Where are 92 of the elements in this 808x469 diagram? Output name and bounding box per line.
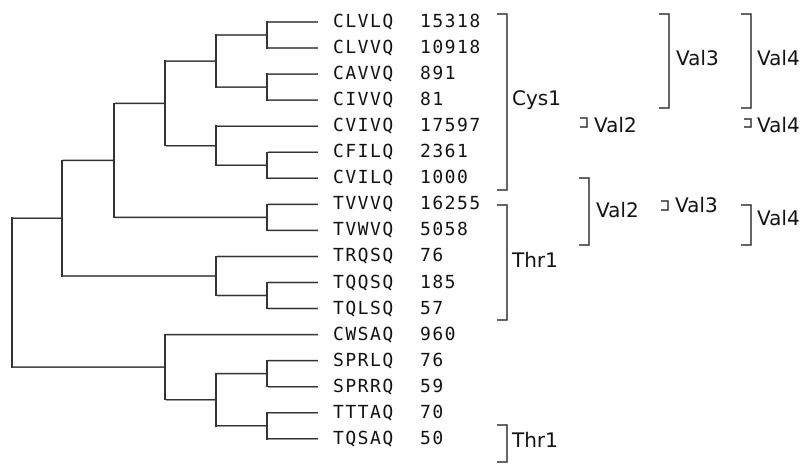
branch-line [268,73,318,75]
count-label: 10918 [420,36,482,60]
sequence-label: SPRLQ [333,348,395,373]
sequence-label: TVVVQ [333,192,395,216]
branch-line [268,308,318,310]
count-label: 76 [420,244,445,268]
count-label: 185 [420,270,458,294]
branch-junction-line [113,102,115,218]
sequence-label: TQLSQ [333,296,395,321]
branch-line [268,360,318,362]
branch-line [217,125,318,127]
sequence-label: TVWVQ [333,218,395,242]
sequence-label: CWSAQ [333,322,395,347]
count-label: 57 [420,296,445,321]
group-label: Cys1 [512,86,561,110]
branch-junction-line [266,360,268,388]
count-label: 891 [420,62,458,86]
count-label: 5058 [420,218,470,242]
sequence-label: CLVVQ [333,36,395,60]
count-label: 16255 [420,192,482,216]
sequence-label: TQQSQ [333,270,395,294]
branch-line [268,178,318,180]
branch-line [268,204,318,206]
branch-line [268,230,318,232]
branch-line [166,60,215,62]
branch-junction-line [266,412,268,440]
count-label: 960 [420,322,458,347]
branch-line [217,372,266,374]
branch-junction-line [215,256,217,296]
branch-junction-line [266,152,268,180]
branch-line [217,86,266,88]
branch-junction-line [266,204,268,232]
branch-junction-line [164,60,166,146]
branch-line [268,21,318,23]
branch-line [268,282,318,284]
branch-junction-line [164,334,166,400]
branch-line [63,275,215,277]
branch-line [166,145,215,146]
sequence-label: CFILQ [333,140,395,164]
branch-line [115,216,266,218]
branch-line [268,47,318,49]
branch-line [115,102,164,104]
group-label: Thr1 [512,428,558,452]
count-label: 76 [420,348,445,373]
branch-line [268,152,318,153]
branch-line [268,412,318,414]
sequence-label: CIVVQ [333,88,395,112]
count-label: 81 [420,88,445,112]
group-label: Val4 [757,46,800,70]
count-label: 59 [420,374,445,399]
branch-junction-line [215,34,217,88]
sequence-label: TTTAQ [333,400,395,425]
branch-junction-line [215,125,217,166]
branch-junction-line [215,372,217,427]
branch-line [268,99,318,101]
branch-junction-line [266,282,268,310]
group-label: Val3 [676,46,719,70]
branch-line [63,160,113,162]
count-label: 2361 [420,140,470,164]
sequence-label: CVIVQ [333,114,395,138]
branch-line [217,294,266,296]
count-label: 1000 [420,166,470,190]
sequence-label: CLVLQ [333,10,395,34]
branch-line [217,425,266,427]
branch-line [268,386,318,388]
branch-junction-line [61,160,63,277]
count-label: 17597 [420,114,482,138]
group-label: Val3 [675,193,718,217]
branch-line [13,217,61,219]
branch-line [166,334,318,336]
group-label: Thr1 [512,248,558,272]
branch-line [217,256,318,258]
branch-junction-line [11,217,13,368]
branch-junction-line [266,73,268,101]
group-label: Val4 [757,113,800,137]
group-label: Val2 [596,198,639,222]
branch-line [217,164,266,166]
sequence-label: CVILQ [333,166,395,190]
count-label: 70 [420,400,445,425]
branch-line [217,34,266,36]
count-label: 15318 [420,10,482,34]
branch-line [13,366,164,368]
count-label: 50 [420,426,445,451]
sequence-label: TQSAQ [333,426,395,451]
branch-line [166,398,215,400]
branch-junction-line [266,21,268,49]
group-label: Val2 [594,113,637,137]
sequence-label: TRQSQ [333,244,395,268]
sequence-label: CAVVQ [333,62,395,86]
branch-line [268,438,318,440]
group-label: Val4 [757,206,800,230]
sequence-label: SPRRQ [333,374,395,399]
